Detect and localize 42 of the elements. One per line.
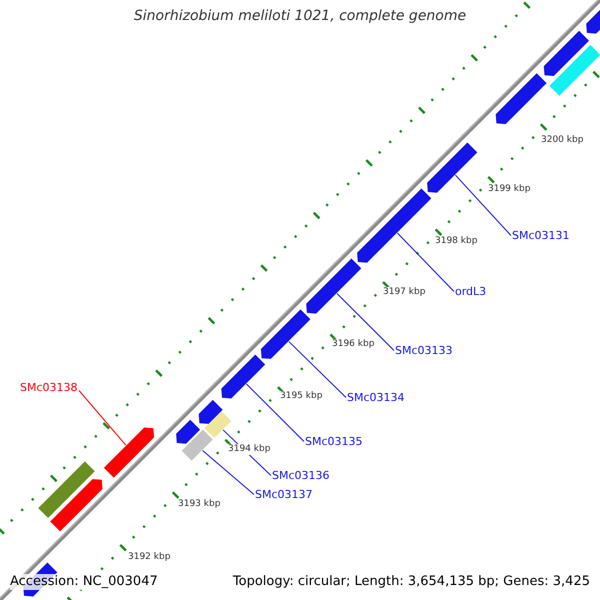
leader-line xyxy=(78,390,126,446)
gene-marker xyxy=(544,30,589,76)
leader-line xyxy=(336,292,394,351)
leader-line xyxy=(246,383,304,442)
scale-label: 3199 kbp xyxy=(488,184,530,195)
gene-block xyxy=(38,461,95,518)
gene-marker xyxy=(104,428,154,478)
scale-label: 3198 kbp xyxy=(435,236,478,247)
scale-label: 3196 kbp xyxy=(332,339,374,350)
leader-line xyxy=(288,341,346,398)
gene-label: SMc03135 xyxy=(305,435,363,448)
gene-label: SMc03133 xyxy=(395,344,453,357)
leader-line xyxy=(396,232,454,292)
gene-label: SMc03134 xyxy=(347,391,405,404)
gene-marker xyxy=(260,309,310,359)
genome-info-text: Topology: circular; Length: 3,654,135 bp; Genes: 3,425 xyxy=(232,574,590,590)
scale-label: 3200 kbp xyxy=(541,135,584,146)
scale-label: 3193 kbp xyxy=(178,499,220,510)
gene-marker xyxy=(306,258,362,314)
gene-label: SMc03138 xyxy=(20,381,78,394)
gene-label: SMc03131 xyxy=(512,229,570,242)
gene-marker xyxy=(496,73,547,124)
gene-label: SMc03137 xyxy=(255,488,313,501)
accession-text: Accession: NC_003047 xyxy=(10,574,158,590)
scale-label: 3192 kbp xyxy=(128,552,170,563)
gene-block xyxy=(204,411,232,438)
gene-marker xyxy=(221,354,266,398)
gene-marker xyxy=(427,142,478,193)
gene-block xyxy=(549,44,600,96)
scale-label: 3197 kbp xyxy=(383,287,426,298)
gene-marker xyxy=(176,420,200,444)
map-title: Sinorhizobium meliloti 1021, complete genome xyxy=(132,8,468,24)
leader-line xyxy=(202,450,254,495)
scale-label: 3194 kbp xyxy=(228,444,270,455)
scale-label: 3195 kbp xyxy=(280,391,322,402)
gene-label: ordL3 xyxy=(455,285,486,298)
gene-marker xyxy=(198,400,223,424)
gene-marker xyxy=(357,188,432,263)
leader-line xyxy=(454,174,512,236)
gene-marker xyxy=(50,479,102,532)
gene-label: SMc03136 xyxy=(272,469,330,482)
gene-block xyxy=(182,430,213,461)
